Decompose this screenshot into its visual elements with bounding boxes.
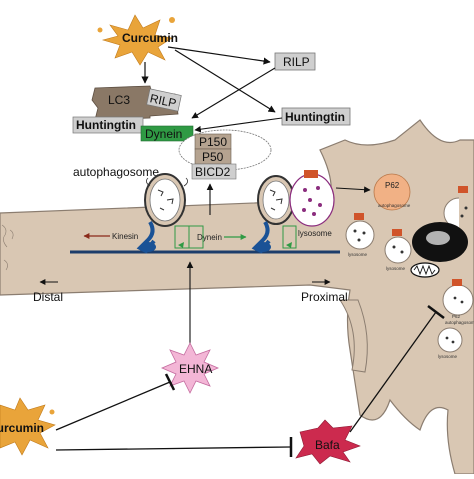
lysosome-right-label: lysosome [386, 266, 406, 271]
arrow-huntingtin-to-dynein [194, 117, 283, 133]
inhibit-bafa-lysosome-bar [427, 305, 445, 319]
rilp-left-box [146, 88, 182, 112]
proximal-label: Proximal [301, 290, 348, 304]
inhibit-curcumin-ehna-bar [164, 373, 176, 391]
lysosome-right-body: lysosome [384, 229, 412, 271]
dynein-motor-label: Dynein [197, 233, 222, 242]
arrow-curcumin-to-rilp [167, 46, 271, 65]
p62-bottom-vesicle: P62 autophagosome [442, 279, 474, 325]
lysosome-bottom-label: lysosome [438, 354, 458, 359]
inhibit-bafa-lysosome [349, 311, 437, 433]
nucleus-highlight [426, 231, 450, 245]
distal-label: Distal [33, 290, 63, 304]
huntingtin-right-box [281, 107, 351, 126]
p62-top-label: P62 [385, 181, 400, 190]
dynein-green-box [140, 125, 194, 142]
inhibit-curcumin-ehna [55, 381, 171, 431]
kinesin-label: Kinesin [112, 232, 138, 241]
huntingtin-right-label: Huntingtin [285, 110, 345, 124]
p62-bottom-label: P62 [452, 314, 461, 319]
kinesin-motor-left [136, 220, 156, 254]
ehna-starburst [160, 342, 220, 394]
neuron-shape [0, 119, 474, 475]
autophagosome-left [144, 173, 188, 227]
dynein-box-label: Dynein [145, 127, 182, 141]
neuron-dendrite [339, 299, 368, 373]
autophagosome-label: autophagosome [73, 165, 159, 179]
kinesin-motor-right [251, 220, 271, 254]
curcumin-top-label: Curcumin [122, 31, 178, 45]
huntingtin-left-box [72, 116, 144, 134]
autophagosome-small-label: autophagosome [378, 203, 411, 208]
curcumin-top-splat [97, 14, 175, 66]
rilp-left-label: RILP [149, 91, 178, 110]
lysosome-left-body: lysosome [345, 213, 375, 257]
lysosome-fusing [289, 170, 335, 227]
curcumin-bottom-label: Curcumin [0, 421, 44, 435]
lysosome-left-label: lysosome [348, 252, 368, 257]
rilp-right-box [274, 52, 316, 71]
bafa-label: Bafa [315, 438, 340, 452]
autophagolysosome-orange: P62 autophagosome [373, 173, 411, 211]
curcumin-bottom-splat [0, 397, 56, 456]
autophagosome-right [257, 175, 295, 225]
bafa-splat [295, 419, 361, 465]
inhibit-curcumin-bafa [55, 446, 291, 451]
dynein-motor-right [282, 225, 297, 249]
lc3-label: LC3 [108, 93, 130, 107]
bicd2-box [191, 163, 237, 180]
axon-terminal-texture [1, 224, 14, 271]
huntingtin-left-label: Huntingtin [76, 118, 136, 132]
lysosome-bottom: lysosome [437, 327, 463, 359]
arrow-curcumin-to-huntingtin [174, 49, 276, 113]
mitochondrion [410, 262, 440, 278]
ehna-label: EHNA [179, 362, 212, 376]
p50-label: P50 [202, 150, 224, 164]
arrow-to-autophagolysosome [335, 186, 371, 193]
p150-label: P150 [199, 135, 227, 149]
rilp-right-label: RILP [283, 55, 310, 69]
p62-bottom-sub-label: autophagosome [445, 320, 474, 325]
dynein-motor-left [174, 225, 204, 249]
arrow-rilp-to-dynein [191, 67, 276, 119]
lysosome-mid-label: lysosome [298, 229, 332, 238]
bicd2-label: BICD2 [195, 165, 231, 179]
